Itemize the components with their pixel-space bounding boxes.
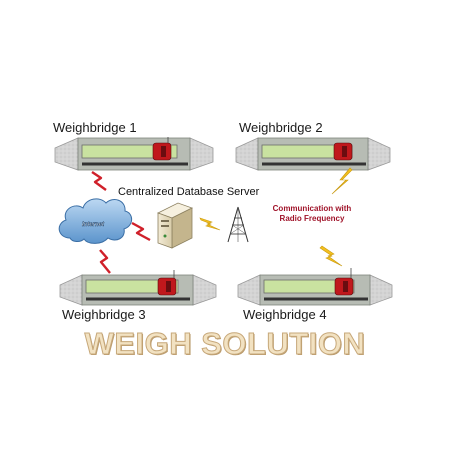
weighbridge-3 [59,270,217,306]
weighbridge-3-label: Weighbridge 3 [62,307,146,322]
red-signal-bolt-icon [91,171,107,191]
truck-icon [152,142,172,161]
weighbridge-2-label: Weighbridge 2 [239,120,323,135]
server-label: Centralized Database Server [118,186,260,198]
lightning-bolt-icon [319,245,343,267]
weighbridge-4-label: Weighbridge 4 [243,307,327,322]
truck-icon [333,142,353,161]
lightning-bolt-icon [199,217,221,231]
red-signal-bolt-icon [99,249,111,274]
truck-icon [157,277,177,296]
weighbridge-2 [235,137,391,171]
radio-tower-icon [227,206,249,243]
weighbridge-1-label: Weighbridge 1 [53,120,137,135]
internet-label: Internet [82,222,105,228]
red-signal-bolt-icon [131,221,151,242]
weighbridge-4 [237,268,393,306]
page-title: WEIGH SOLUTION [84,326,366,362]
communication-line-1: Communication with [272,204,352,213]
communication-label: Communication with Radio Frequency [262,204,362,224]
weighbridge-1 [54,137,214,171]
communication-line-2: Radio Frequency [279,214,345,223]
lightning-bolt-icon [331,167,353,195]
internet-cloud-icon: Internet [58,198,133,244]
truck-icon [334,277,354,296]
server-icon [156,202,194,249]
